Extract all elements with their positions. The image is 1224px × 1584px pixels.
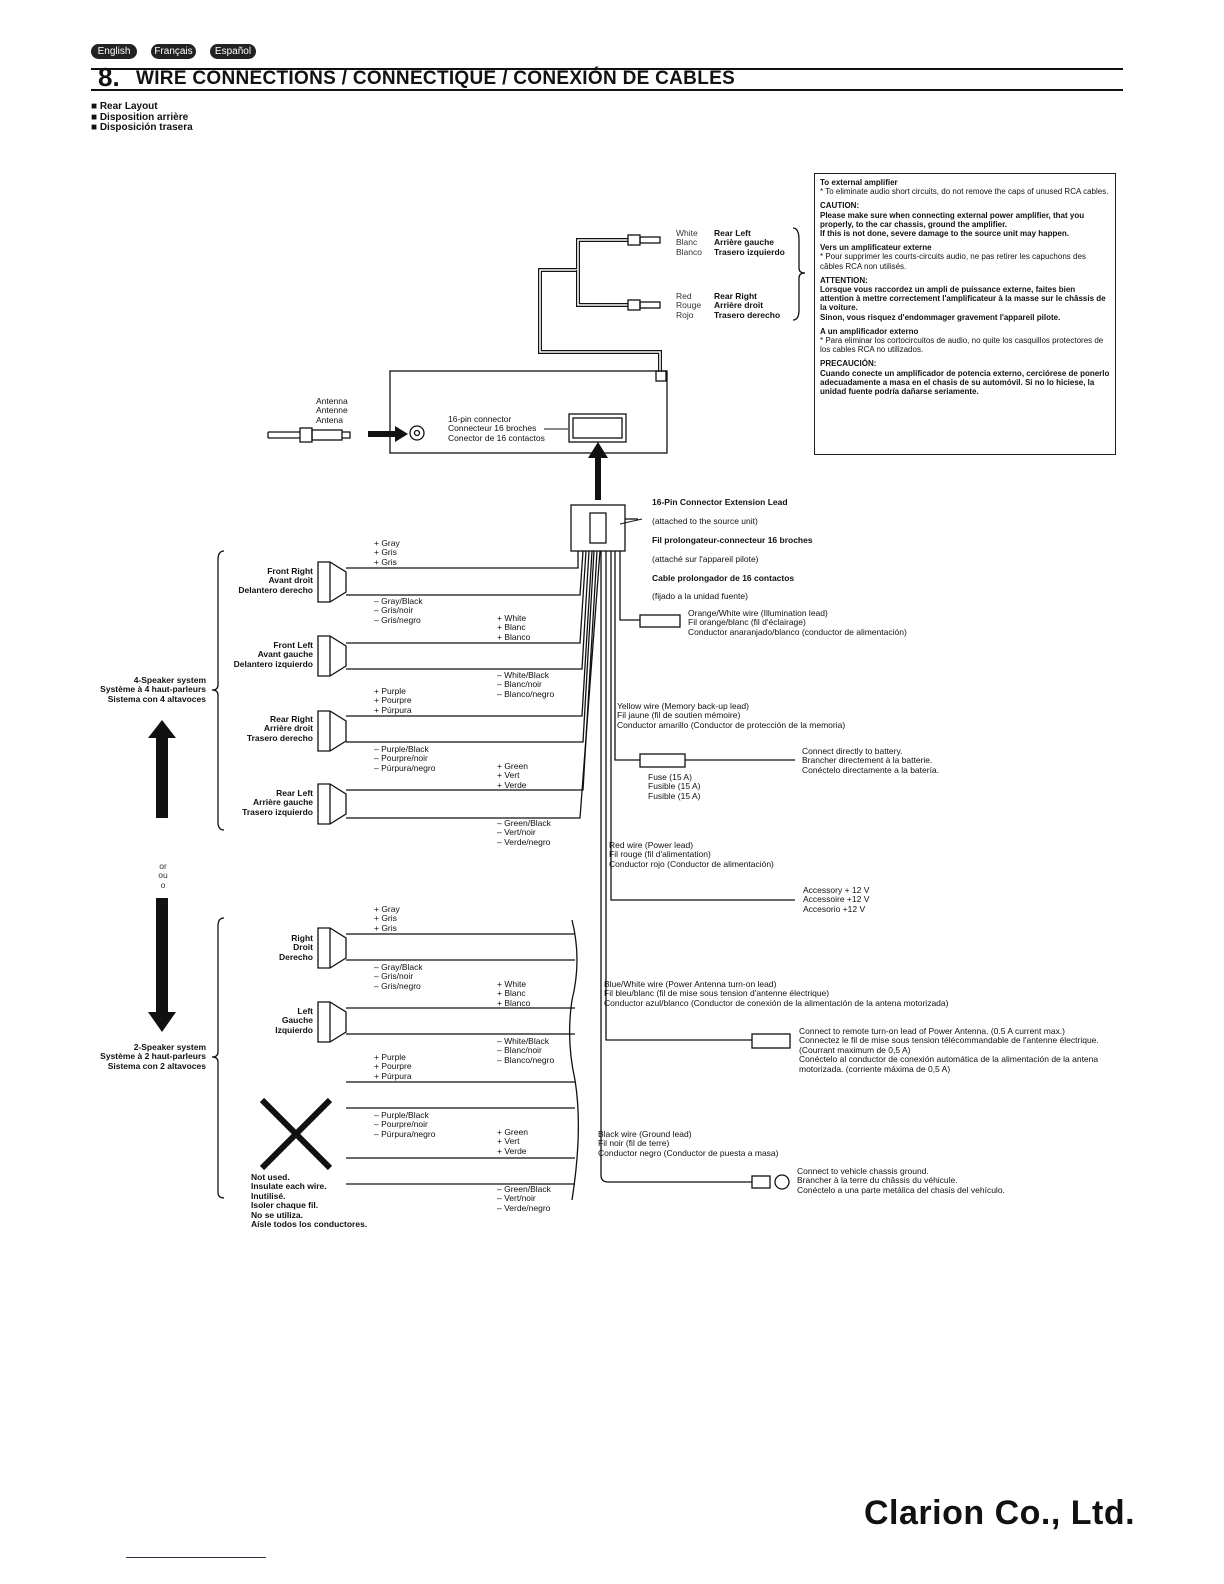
illumination-lead-label: Orange/White wire (Illumination lead) Fi… [688,608,907,637]
rca-plug-right [627,299,641,311]
amp-en-title: To external amplifier [820,178,898,187]
tab-english[interactable]: English [91,44,137,59]
right-label: Right Droit Derecho [278,933,313,962]
wire-gray-4: + Gray + Gris + Gris [374,538,400,567]
speaker-left [317,1001,347,1043]
speaker-front-left [317,635,347,677]
tab-francais[interactable]: Français [151,44,196,59]
section-title: WIRE CONNECTIONS / CONNECTIQUE / CONEXIÓ… [136,68,736,89]
section-number: 8. [98,62,120,92]
amp-en-caution: Please make sure when connecting externa… [820,210,1085,239]
wire-green-black-2: – Green/Black – Vert/noir – Verde/negro [497,1184,551,1213]
rca-plug-left [627,234,641,246]
wire-purple-black-4: – Purple/Black – Pourpre/noir – Púrpura/… [374,744,436,773]
battery-label: Connect directly to battery. Brancher di… [802,746,940,775]
illumination-lead-plug [639,614,681,628]
company-name: Clarion Co., Ltd. [864,1494,1136,1532]
four-speaker-system-label: 4-Speaker system Système à 4 haut-parleu… [100,675,206,704]
wire-green-2: + Green + Vert + Verde [497,1127,528,1156]
speaker-front-right [317,561,347,603]
layout-list: Rear Layout Disposition arrière Disposic… [91,101,193,134]
antenna-label: Antenna Antenne Antena [316,396,348,425]
wire-purple-black-2: – Purple/Black – Pourpre/noir – Púrpura/… [374,1110,436,1139]
antenna-plug [299,427,313,443]
speaker-rear-right [317,710,347,752]
rca-left-color: White Blanc Blanco [676,228,702,257]
chassis-ground-label: Connect to vehicle chassis ground. Branc… [797,1166,1005,1195]
rear-left-label: Rear Left Arrière gauche Trasero izquier… [242,788,313,817]
head-unit-body [389,370,668,454]
wire-white-2: + White + Blanc + Blanco [497,979,531,1008]
amp-fr-caution-title: ATTENTION: [820,275,868,285]
amp-es-caution-title: PRECAUCIÓN: [820,359,877,369]
not-used-cross [259,1097,333,1171]
connector-arrow [595,452,601,500]
tab-espanol[interactable]: Español [210,44,256,59]
wire-gray-black-4: – Gray/Black – Gris/noir – Gris/negro [374,596,423,625]
connector-16pin-socket [568,413,627,443]
speaker-right [317,927,347,969]
down-arrow [156,898,168,1014]
connector-16pin-label: 16-pin connector Connecteur 16 broches C… [448,414,545,443]
not-used-label: Not used. Insulate each wire.Inutilisé. … [251,1172,368,1230]
power-antenna-lead-label: Blue/White wire (Power Antenna turn-on l… [604,979,949,1008]
ground-terminal [751,1175,771,1189]
remote-antenna-label: Connect to remote turn-on lead of Power … [799,1026,1099,1074]
fuse-label: Fuse (15 A) Fusible (15 A) Fusible (15 A… [648,772,701,801]
amp-en-note: * To eliminate audio short circuits, do … [820,187,1109,197]
or-label: or ou o [158,861,168,890]
ground-lead-label: Black wire (Ground lead) Fil noir (fil d… [598,1129,779,1158]
rear-right-label: Rear Right Arrière droit Trasero derecho [246,714,313,743]
antenna-socket [409,425,425,441]
wire-white-black-2: – White/Black – Blanc/noir – Blanco/negr… [497,1036,555,1065]
memory-lead-label: Yellow wire (Memory back-up lead) Fil ja… [617,701,846,730]
amp-fr-title: Vers un amplificateur externe [820,243,932,253]
rca-right-label: Rear Right Arrière droit Trasero derecho [714,291,781,320]
amp-fr-note: * Pour supprimer les courts-circuits aud… [820,252,1086,271]
wire-gray-2: + Gray + Gris + Gris [374,904,400,933]
speaker-rear-left [317,783,347,825]
two-speaker-system-label: 2-Speaker system Système à 2 haut-parleu… [100,1042,206,1071]
amp-es-caution: Cuando conecte un amplificador de potenc… [820,368,1110,397]
extension-lead-connector [570,504,626,552]
front-right-label: Front Right Avant droit Delantero derech… [238,566,313,595]
antenna-arrow [368,426,408,442]
amplifier-note-box: To external amplifier* To eliminate audi… [814,173,1116,455]
amp-es-note: * Para eliminar los cortocircuitos de au… [820,336,1104,355]
left-label: Left Gauche Izquierdo [275,1006,313,1035]
layout-label-es: Disposición trasera [91,122,193,134]
wire-white-4: + White + Blanc + Blanco [497,613,531,642]
accessory-label: Accessory + 12 V Accessoire +12 V Acceso… [803,885,870,914]
power-antenna-connector [751,1033,791,1049]
wire-gray-black-2: – Gray/Black – Gris/noir – Gris/negro [374,962,423,991]
wire-white-black-4: – White/Black – Blanc/noir – Blanco/negr… [497,670,555,699]
amp-fr-caution: Lorsque vous raccordez un ampli de puiss… [820,285,1106,322]
amp-en-caution-title: CAUTION: [820,201,860,211]
title-rule-top [91,68,1123,70]
up-arrow [156,736,168,818]
layout-label-en: Rear Layout [91,101,193,113]
title-rule-bottom [91,89,1123,91]
power-lead-label: Red wire (Power lead) Fil rouge (fil d'a… [609,840,774,869]
footer-line [126,1557,266,1558]
fuse-holder [639,753,686,768]
extension-lead-label: 16-Pin Connector Extension Lead (attache… [652,497,813,602]
rca-right-color: Red Rouge Rojo [676,291,702,320]
rca-left-label: Rear Left Arrière gauche Trasero izquier… [714,228,785,257]
layout-label-fr: Disposition arrière [91,112,193,124]
wire-purple-4: + Purple + Pourpre + Púrpura [374,686,412,715]
amp-es-title: A un amplificador externo [820,326,919,336]
wire-green-4: + Green + Vert + Verde [497,761,528,790]
wire-purple-2: + Purple + Pourpre + Púrpura [374,1052,412,1081]
front-left-label: Front Left Avant gauche Delantero izquie… [233,640,313,669]
wire-green-black-4: – Green/Black – Vert/noir – Verde/negro [497,818,551,847]
